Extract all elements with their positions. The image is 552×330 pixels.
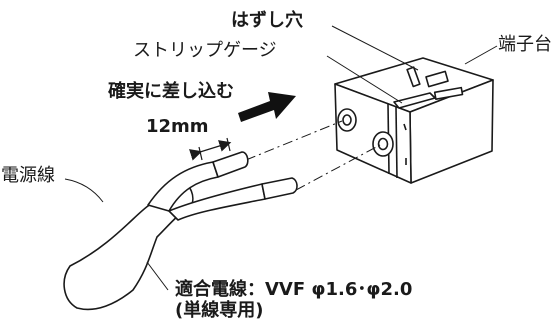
- dimension-tick-left: [198, 146, 203, 161]
- strip-gauge-lip: [393, 92, 436, 109]
- label-terminal-block: 端子台: [498, 34, 552, 55]
- label-applicable-wire: 適合電線：VVF φ1.6･φ2.0: [175, 278, 412, 300]
- alignment-lines: [245, 120, 381, 191]
- wire-hole-right-inner: [377, 137, 389, 151]
- leader-applicable-wire: [146, 261, 169, 291]
- leader-strip-gauge: [326, 55, 403, 104]
- alignment-line-lower: [295, 144, 381, 191]
- lower-conductor: [261, 177, 298, 200]
- label-insert: 確実に差し込む: [108, 80, 234, 102]
- label-hole: はずし穴: [231, 9, 303, 31]
- wire-hole-left: [337, 108, 357, 132]
- dimension-tick-right: [226, 137, 231, 152]
- dimension-line: [189, 140, 232, 161]
- leader-terminal-block: [464, 45, 498, 65]
- terminal-front-face: [334, 83, 412, 184]
- terminal-notch: [403, 123, 407, 131]
- label-single-wire-only: (単線専用): [175, 299, 263, 321]
- label-strip-gauge: ストリップゲージ: [133, 40, 277, 61]
- leader-hole: [331, 25, 419, 71]
- wire-hole-right: [372, 131, 394, 157]
- alignment-line-upper: [245, 120, 343, 161]
- label-strip-length: 12mm: [146, 116, 209, 137]
- terminal-ridge-2: [395, 106, 398, 179]
- strip-length-dimension: [189, 137, 232, 161]
- strip-gauge-mark: [425, 70, 449, 88]
- leader-wire: [64, 178, 104, 203]
- label-wire: 電源線: [1, 165, 55, 186]
- strip-gauge-mark-2: [433, 86, 464, 100]
- insert-arrow-shape: [238, 92, 296, 122]
- wire-hole-left-inner: [342, 114, 352, 126]
- power-cable: [63, 151, 298, 311]
- leader-lines: [64, 25, 498, 291]
- release-hole-mark: [406, 66, 421, 88]
- terminal-block: [334, 57, 494, 184]
- upper-conductor: [212, 151, 249, 178]
- insert-arrow: [238, 92, 296, 122]
